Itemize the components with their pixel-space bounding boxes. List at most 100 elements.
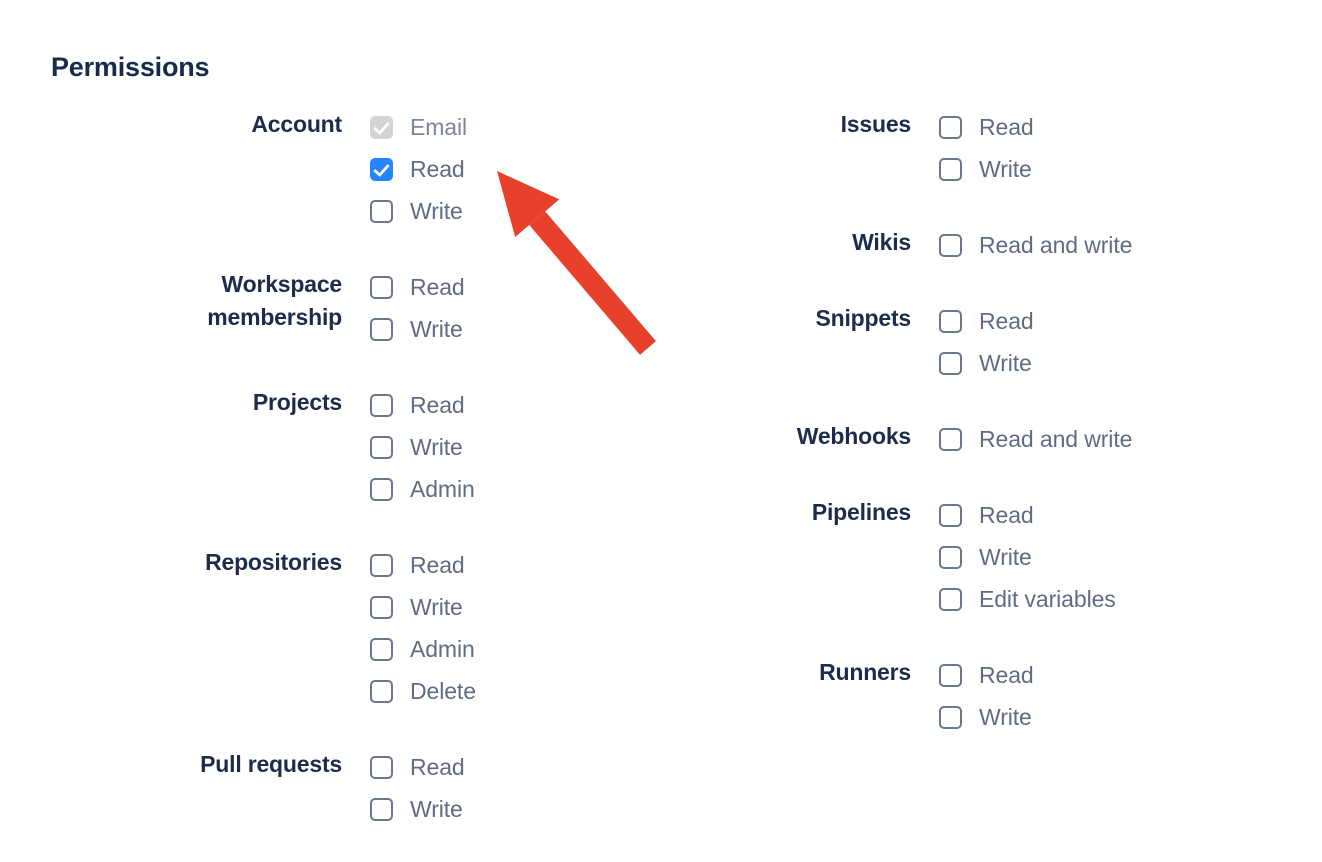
permission-option-label: Write — [410, 434, 463, 460]
permission-option-label: Read — [979, 114, 1034, 140]
permission-option-row[interactable]: Write — [939, 342, 1034, 384]
permission-option-row[interactable]: Read and write — [939, 418, 1132, 460]
permission-option-row[interactable]: Write — [370, 308, 465, 350]
permission-group-label: Webhooks — [796, 423, 911, 449]
pull-requests-write-checkbox[interactable] — [370, 797, 393, 821]
permission-group-label: Wikis — [852, 229, 911, 255]
permission-option-row[interactable]: Read — [939, 494, 1116, 536]
wikis-read-and-write-checkbox[interactable] — [939, 233, 962, 257]
permission-option-label: Email — [410, 114, 468, 140]
pipelines-edit-variables-checkbox[interactable] — [939, 587, 962, 611]
permission-option-row[interactable]: Read — [939, 300, 1034, 342]
permission-option-label: Read — [410, 754, 465, 780]
permission-option-row[interactable]: Read and write — [939, 224, 1132, 266]
workspace-membership-read-checkbox[interactable] — [370, 275, 393, 299]
projects-admin-checkbox[interactable] — [370, 477, 393, 501]
permission-option-row[interactable]: Write — [370, 426, 475, 468]
permission-option-row[interactable]: Read — [370, 266, 465, 308]
permission-option-label: Read — [979, 662, 1034, 688]
permission-option-label: Delete — [410, 678, 476, 704]
permission-option-label: Write — [979, 704, 1032, 730]
permission-option-label: Write — [410, 198, 463, 224]
permission-option-row[interactable]: Write — [370, 190, 467, 232]
permission-option-label: Write — [410, 796, 463, 822]
pipelines-read-checkbox[interactable] — [939, 503, 962, 527]
runners-write-checkbox[interactable] — [939, 705, 962, 729]
permission-option-row[interactable]: Email — [370, 106, 467, 148]
account-write-checkbox[interactable] — [370, 199, 393, 223]
issues-read-checkbox[interactable] — [939, 115, 962, 139]
permission-option-label: Write — [979, 544, 1032, 570]
workspace-membership-write-checkbox[interactable] — [370, 317, 393, 341]
permission-option-label: Write — [979, 350, 1032, 376]
permission-option-row[interactable]: Write — [370, 788, 465, 830]
permission-option-label: Write — [979, 156, 1032, 182]
permission-option-label: Read — [979, 308, 1034, 334]
permission-option-label: Read — [410, 392, 465, 418]
page-title: Permissions — [51, 52, 210, 82]
permission-group: Wikis Read and write — [660, 222, 1322, 266]
webhooks-read-and-write-checkbox[interactable] — [939, 427, 962, 451]
permission-group-label: Issues — [840, 111, 912, 137]
repositories-delete-checkbox[interactable] — [370, 679, 393, 703]
permission-option-row[interactable]: Write — [939, 536, 1116, 578]
repositories-read-checkbox[interactable] — [370, 553, 393, 577]
repositories-admin-checkbox[interactable] — [370, 637, 393, 661]
permission-option-row[interactable]: Read — [370, 148, 467, 190]
permission-option-row[interactable]: Read — [939, 106, 1034, 148]
pipelines-write-checkbox[interactable] — [939, 545, 962, 569]
permission-option-label: Read — [410, 274, 465, 300]
permission-option-label: Read — [410, 156, 465, 182]
permission-option-label: Read and write — [979, 232, 1133, 258]
permission-group: Webhooks Read and write — [660, 416, 1322, 460]
permission-option-row[interactable]: Write — [939, 148, 1034, 190]
permission-group-label: Projects — [252, 389, 342, 415]
account-read-checkbox[interactable] — [370, 157, 393, 181]
permission-option-row[interactable]: Edit variables — [939, 578, 1116, 620]
permission-group-label: Runners — [819, 659, 911, 685]
issues-write-checkbox[interactable] — [939, 157, 962, 181]
permission-option-label: Admin — [410, 476, 475, 502]
permission-option-label: Read — [410, 552, 465, 578]
permission-option-row[interactable]: Admin — [370, 468, 475, 510]
permission-option-label: Admin — [410, 636, 475, 662]
permission-group-label: Workspace membership — [207, 271, 342, 330]
permission-group-label: Account — [251, 111, 342, 137]
runners-read-checkbox[interactable] — [939, 663, 962, 687]
repositories-write-checkbox[interactable] — [370, 595, 393, 619]
permission-option-row[interactable]: Read — [370, 384, 475, 426]
snippets-write-checkbox[interactable] — [939, 351, 962, 375]
pull-requests-read-checkbox[interactable] — [370, 755, 393, 779]
permission-option-row[interactable]: Write — [939, 696, 1034, 738]
permission-option-label: Write — [410, 316, 463, 342]
permission-option-row[interactable]: Delete — [370, 670, 476, 712]
permission-option-row[interactable]: Admin — [370, 628, 476, 670]
permission-option-label: Read and write — [979, 426, 1133, 452]
permission-option-label: Write — [410, 594, 463, 620]
projects-write-checkbox[interactable] — [370, 435, 393, 459]
permission-option-row[interactable]: Read — [370, 544, 476, 586]
snippets-read-checkbox[interactable] — [939, 309, 962, 333]
permission-group-label: Snippets — [815, 305, 911, 331]
permission-group-label: Pull requests — [200, 751, 342, 777]
permission-option-row[interactable]: Write — [370, 586, 476, 628]
permission-group-label: Repositories — [205, 549, 342, 575]
permission-option-row[interactable]: Read — [939, 654, 1034, 696]
permission-option-row[interactable]: Read — [370, 746, 465, 788]
projects-read-checkbox[interactable] — [370, 393, 393, 417]
